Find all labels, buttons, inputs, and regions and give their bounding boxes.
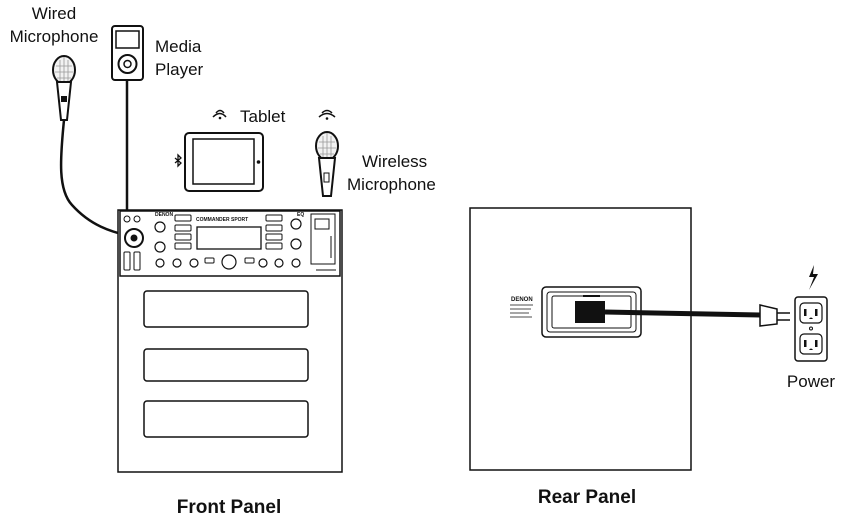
wireless-mic-label-line2: Microphone <box>347 175 436 194</box>
front-brand-logo: DENON <box>155 212 173 218</box>
wired-mic-label-line1: Wired <box>32 4 76 23</box>
wired-mic-label-line2: Microphone <box>10 27 99 46</box>
rear-panel-unit: DENON <box>469 207 692 471</box>
front-panel-label: Front Panel <box>177 497 282 518</box>
front-grille <box>143 290 309 438</box>
power-label: Power <box>787 372 836 391</box>
tablet <box>184 132 264 192</box>
power-cable <box>604 304 790 327</box>
media-player-label-line1: Media <box>155 37 202 56</box>
wired-mic-cable <box>59 119 135 239</box>
wifi-icon <box>318 109 336 120</box>
bluetooth-icon <box>174 153 182 168</box>
front-panel-unit: DENON COMMANDER SPORT EQ <box>117 209 343 473</box>
front-input-jacks <box>123 215 144 271</box>
media-player <box>111 25 144 81</box>
wall-outlet <box>794 296 828 362</box>
lightning-bolt-icon <box>809 265 818 290</box>
wired-microphone <box>52 55 76 121</box>
front-model-name: COMMANDER SPORT <box>196 217 248 223</box>
wireless-microphone <box>315 131 339 197</box>
front-eq-label: EQ <box>297 212 304 218</box>
rear-panel-label: Rear Panel <box>538 487 636 508</box>
media-player-label-line2: Player <box>155 60 204 79</box>
wireless-mic-label-line1: Wireless <box>362 152 427 171</box>
wifi-icon <box>212 109 227 120</box>
rear-brand-logo: DENON <box>511 297 533 303</box>
tablet-label: Tablet <box>240 107 286 126</box>
